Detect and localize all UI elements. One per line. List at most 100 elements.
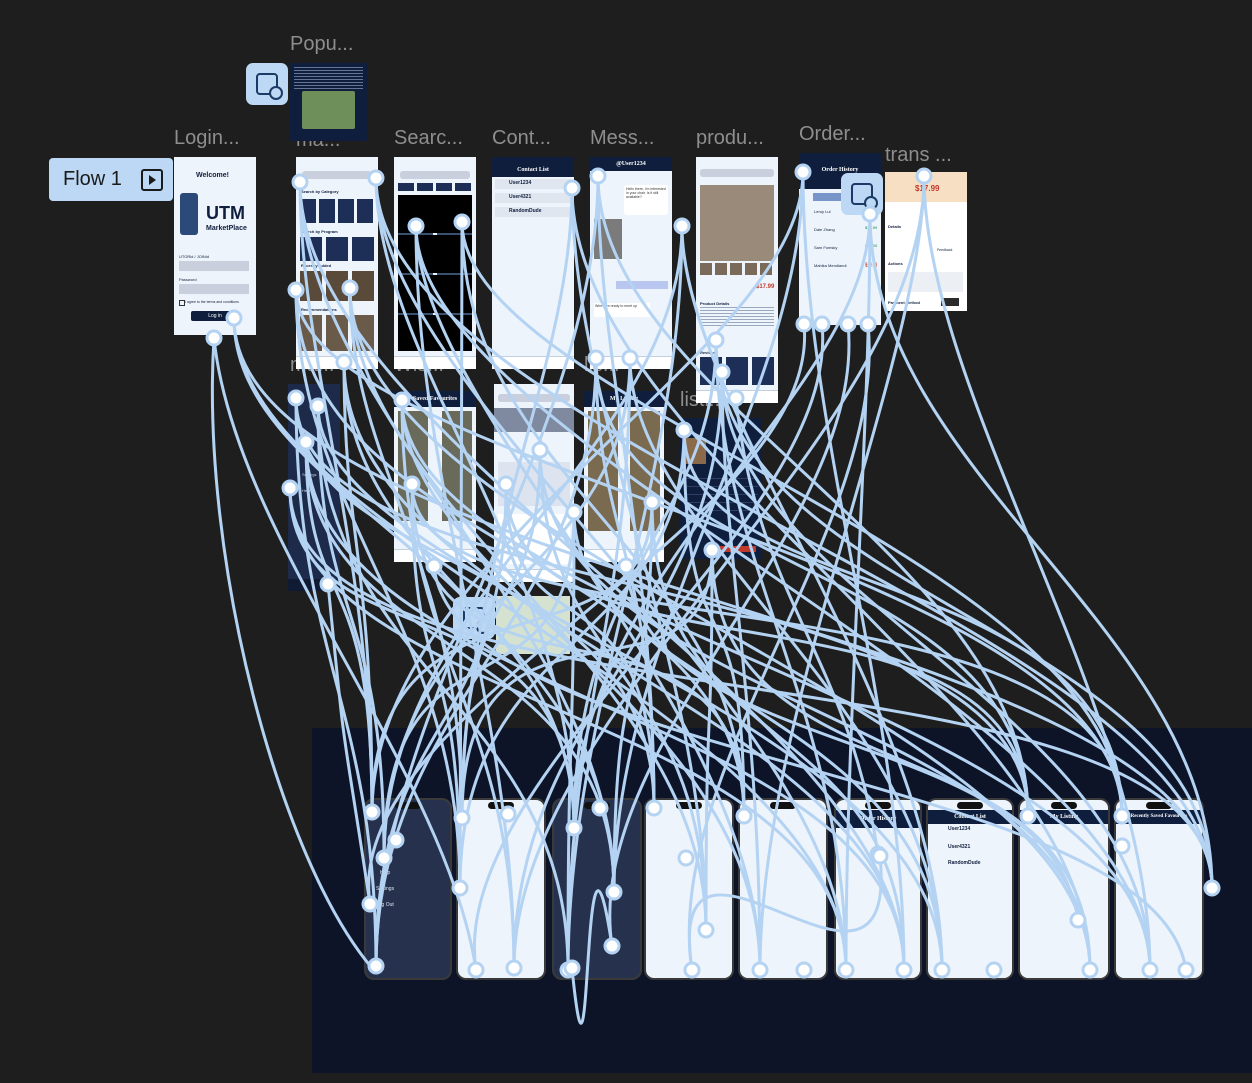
connection-node[interactable] [287, 389, 305, 407]
prototype-wire[interactable] [758, 174, 926, 972]
terms-checkbox[interactable] [179, 300, 185, 306]
connection-node[interactable] [985, 961, 1003, 979]
connection-node[interactable] [467, 961, 485, 979]
prototype-wire[interactable] [572, 510, 944, 972]
prototype-wire[interactable] [720, 370, 1152, 972]
connection-node[interactable] [205, 329, 223, 347]
prototype-wire[interactable] [374, 176, 848, 972]
category-chips[interactable] [300, 199, 374, 223]
connection-node[interactable] [497, 475, 515, 493]
connection-node[interactable] [794, 163, 812, 181]
prototype-wire[interactable] [682, 428, 1124, 818]
connection-node[interactable] [933, 961, 951, 979]
prototype-wire[interactable] [704, 548, 714, 932]
prototype-wire[interactable] [624, 564, 1080, 922]
prototype-wire[interactable] [504, 482, 1030, 818]
prototype-wire[interactable] [232, 316, 1214, 890]
search-input[interactable] [302, 171, 372, 179]
prototype-wire[interactable] [342, 360, 374, 814]
prototype-wire[interactable] [410, 482, 462, 890]
prototype-wire[interactable] [720, 370, 762, 972]
contact-row[interactable]: User1234 [495, 179, 571, 189]
connection-node[interactable] [617, 557, 635, 575]
connection-node[interactable] [425, 557, 443, 575]
connection-node[interactable] [291, 173, 309, 191]
prototype-wire[interactable] [714, 338, 1214, 890]
connection-node[interactable] [643, 493, 661, 511]
prototype-wire[interactable] [868, 212, 1214, 890]
connection-node[interactable] [1141, 961, 1159, 979]
id-input[interactable] [179, 261, 249, 271]
connection-node[interactable] [895, 961, 913, 979]
connection-node[interactable] [297, 433, 315, 451]
contact-row[interactable]: User4321 [495, 193, 571, 203]
prototype-wire[interactable] [400, 398, 1152, 972]
connection-node[interactable] [361, 895, 379, 913]
prototype-wire[interactable] [608, 322, 851, 948]
connection-node[interactable] [1113, 807, 1131, 825]
prototype-wire[interactable] [734, 396, 880, 856]
connection-node[interactable] [387, 831, 405, 849]
connection-node[interactable] [451, 879, 469, 897]
connection-node[interactable] [407, 217, 425, 235]
prototype-wire[interactable] [460, 220, 1124, 818]
prototype-wire[interactable] [316, 404, 386, 860]
contact-name[interactable]: User4321 [948, 844, 971, 850]
frame-main[interactable]: Search by Category Search by Program Rec… [296, 157, 378, 369]
connection-node[interactable] [915, 167, 933, 185]
contact-name[interactable]: RandomDude [948, 860, 981, 866]
prototype-wire[interactable] [612, 500, 654, 894]
contact-name[interactable]: User1234 [948, 826, 971, 832]
connection-node[interactable] [225, 309, 243, 327]
prototype-wire[interactable] [710, 548, 1092, 972]
connection-node[interactable] [505, 959, 523, 977]
connection-node[interactable] [319, 575, 337, 593]
connection-node[interactable] [287, 281, 305, 299]
connection-node[interactable] [795, 961, 813, 979]
prototype-wire[interactable] [294, 396, 378, 968]
connection-node[interactable] [375, 849, 393, 867]
prototype-wire[interactable] [650, 500, 906, 972]
connection-node[interactable] [565, 819, 583, 837]
prototype-wire[interactable] [628, 356, 944, 972]
connection-node[interactable] [673, 217, 691, 235]
connection-node[interactable] [335, 353, 353, 371]
filter-chips[interactable] [398, 183, 472, 191]
prototype-wire[interactable] [232, 316, 848, 972]
search-input[interactable] [498, 394, 570, 402]
prototype-wire[interactable] [922, 174, 1152, 972]
connection-node[interactable] [1081, 961, 1099, 979]
prototype-wire[interactable] [316, 404, 944, 972]
prototype-wire[interactable] [566, 356, 632, 972]
prototype-wire[interactable] [410, 482, 1124, 818]
frame-title-contact[interactable]: Cont... [492, 127, 551, 149]
frame-login[interactable]: Welcome! UTM MarketPlace UTORid / JOINid… [174, 157, 256, 335]
connection-node[interactable] [727, 389, 745, 407]
connection-node[interactable] [531, 441, 549, 459]
prototype-wire[interactable] [570, 889, 614, 1025]
frame-contact[interactable]: Contact List User1234 User4321 RandomDud… [492, 157, 574, 369]
connection-node[interactable] [363, 803, 381, 821]
connection-node[interactable] [1203, 879, 1221, 897]
connection-node[interactable] [675, 421, 693, 439]
connection-node[interactable] [403, 475, 421, 493]
connection-node[interactable] [645, 799, 663, 817]
frame-title-login[interactable]: Login... [174, 127, 240, 149]
connection-node[interactable] [563, 959, 581, 977]
play-icon[interactable] [141, 169, 163, 191]
connection-node[interactable] [1113, 837, 1131, 855]
prototype-wire[interactable] [374, 482, 508, 968]
device-menu[interactable]: Help Settings Log Out [364, 798, 452, 980]
connection-node[interactable] [861, 205, 879, 223]
connection-node[interactable] [309, 397, 327, 415]
menu-item-logout[interactable]: Log Out [376, 902, 394, 908]
contact-row[interactable]: RandomDude [495, 207, 571, 217]
connection-node[interactable] [703, 541, 721, 559]
prototype-wire[interactable] [374, 176, 576, 830]
frame-title-trans[interactable]: trans ... [885, 144, 952, 166]
prototype-wire[interactable] [432, 564, 1188, 972]
connection-node[interactable] [1019, 807, 1037, 825]
prototype-wire[interactable] [687, 322, 871, 972]
connection-node[interactable] [281, 479, 299, 497]
